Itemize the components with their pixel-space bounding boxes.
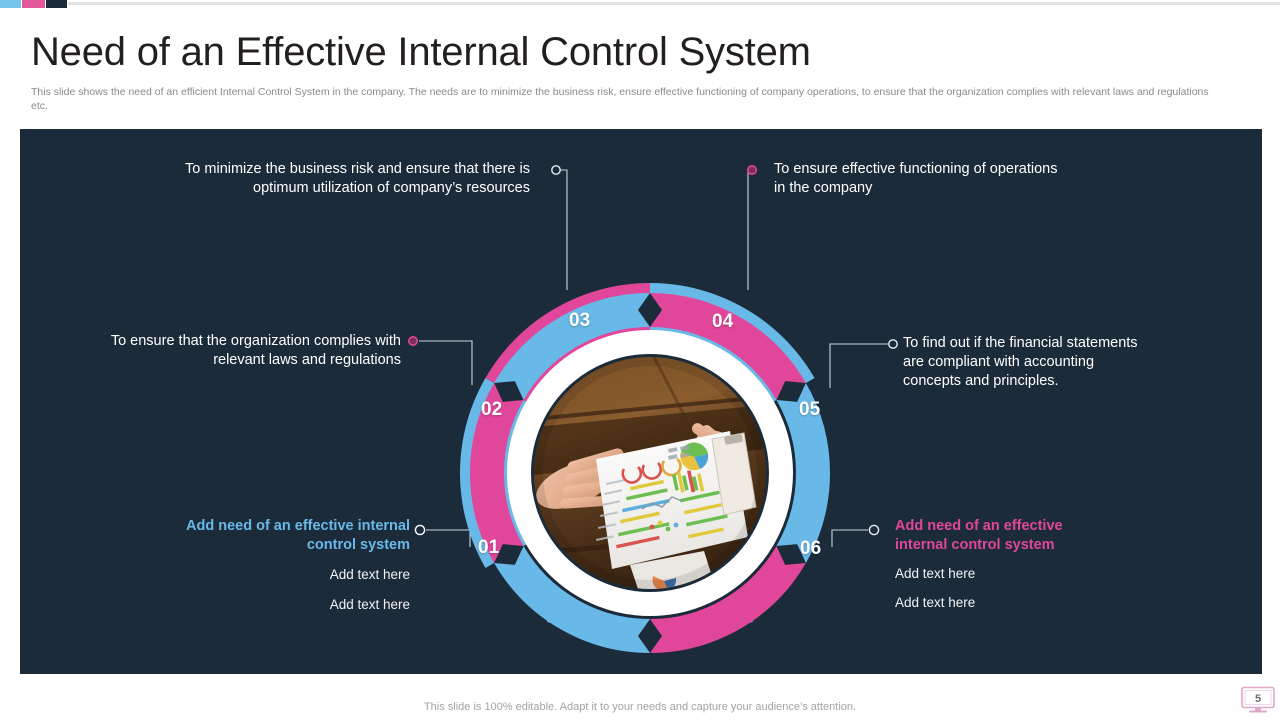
callout-04-line-2: in the company — [774, 180, 873, 196]
callout-05-line-2: are compliant with accounting — [903, 354, 1095, 370]
callout-06[interactable]: Add need of an effective internal contro… — [895, 517, 1155, 612]
callout-03-line-2: optimum utilization of company’s resourc… — [253, 180, 530, 196]
callout-04[interactable]: To ensure effective functioning of opera… — [774, 160, 1114, 198]
callout-05-line-3: concepts and principles. — [903, 373, 1059, 389]
top-bar-segment-navy — [46, 0, 67, 8]
callout-06-heading-line-1: Add need of an effective — [895, 518, 1063, 534]
callout-03-line-1: To minimize the business risk and ensure… — [185, 161, 530, 177]
page-subtitle: This slide shows the need of an efficien… — [31, 86, 1209, 112]
callout-04-line-1: To ensure effective functioning of opera… — [774, 161, 1058, 177]
footer-note: This slide is 100% editable. Adapt it to… — [423, 701, 857, 713]
top-bar-rule — [68, 2, 1280, 5]
callout-01[interactable]: Add need of an effective internal contro… — [163, 517, 410, 614]
donut-arc-02[interactable] — [470, 383, 524, 563]
hand-left — [536, 448, 626, 509]
donut-arc-06[interactable] — [649, 545, 806, 653]
report-document — [596, 431, 757, 569]
callout-06-body-line-1: Add text here — [895, 566, 976, 581]
callout-01-heading-line-1: Add need of an effective internal — [186, 518, 410, 534]
callout-02[interactable]: To ensure that the organization complies… — [77, 332, 401, 370]
callout-01-heading-line-2: control system — [306, 537, 410, 553]
callout-01-body-line-1: Add text here — [329, 567, 410, 582]
donut-arc-05[interactable] — [776, 383, 830, 563]
top-bar-segment-pink — [22, 0, 45, 8]
donut-number-04: 04 — [712, 311, 734, 332]
callout-03[interactable]: To minimize the business risk and ensure… — [142, 160, 530, 198]
callout-05-line-1: To find out if the financial statements — [903, 335, 1138, 351]
callout-05[interactable]: To find out if the financial statements … — [903, 334, 1173, 391]
callout-06-body-line-2: Add text here — [895, 594, 976, 610]
donut-arc-04[interactable] — [649, 293, 806, 401]
donut-number-01: 01 — [478, 537, 500, 558]
top-decoration-bar — [0, 0, 1280, 8]
donut-number-03: 03 — [569, 310, 591, 331]
donut-number-05: 05 — [799, 399, 821, 420]
donut-number-06: 06 — [800, 538, 822, 559]
monitor-icon: 5 — [1241, 686, 1275, 713]
slide-number-badge: 5 — [1240, 686, 1276, 714]
mini-bar-chart — [672, 470, 705, 493]
center-photo — [534, 357, 766, 589]
callout-02-line-2: relevant laws and regulations — [213, 352, 401, 368]
donut-arc-03[interactable] — [494, 293, 651, 401]
donut-ring — [470, 293, 830, 653]
top-bar-segment-blue — [0, 0, 21, 8]
donut-number-02: 02 — [481, 399, 503, 420]
page-title: Need of an Effective Internal Control Sy… — [31, 30, 811, 74]
segmented-donut-diagram: 01 02 03 04 05 06 — [459, 282, 841, 664]
donut-arc-01[interactable] — [494, 545, 651, 653]
slide-number-text: 5 — [1255, 693, 1261, 705]
callout-06-heading-line-2: internal control system — [895, 537, 1055, 553]
callout-02-line-1: To ensure that the organization complies… — [110, 333, 401, 349]
donut-inner-white-ring — [507, 330, 793, 616]
callout-01-body-line-2: Add text here — [329, 596, 410, 612]
donut-segment-notches — [494, 293, 806, 653]
